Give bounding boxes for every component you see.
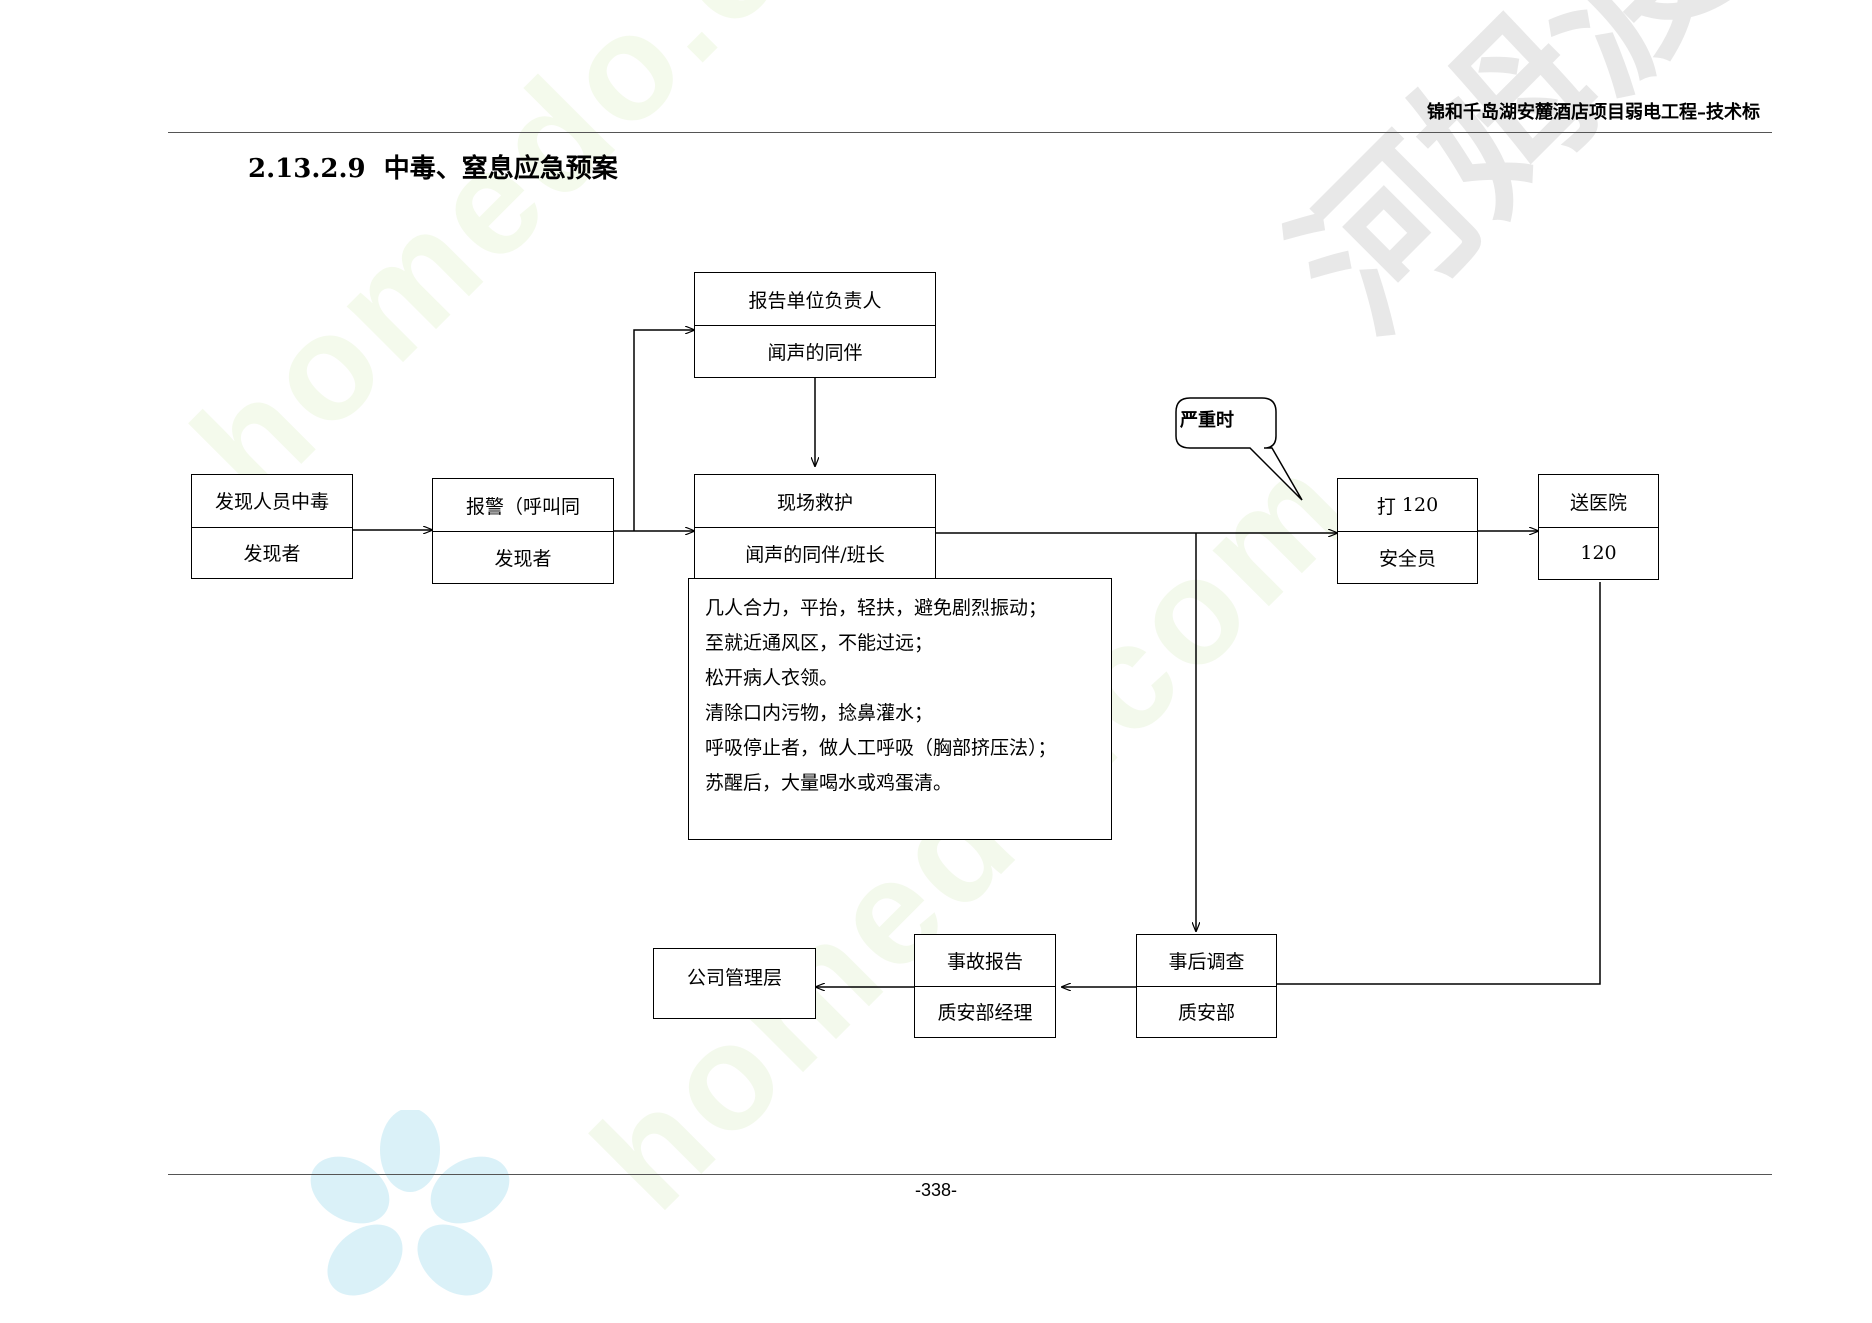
measure-item: 至就近通风区，不能过远； (705, 632, 934, 654)
node-call-120-title: 打 120 (1338, 479, 1477, 532)
node-management: 公司管理层 (653, 948, 816, 1019)
measure-item: 呼吸停止者，做人工呼吸（胸部挤压法）； (705, 737, 1057, 759)
node-accident-report: 事故报告 质安部经理 (914, 934, 1056, 1038)
measure-item: 松开病人衣领。 (705, 667, 839, 689)
node-alarm-role: 发现者 (494, 547, 552, 570)
section-heading: 2.13.2.9 中毒、窒息应急预案 (248, 148, 618, 185)
section-title: 中毒、窒息应急预案 (383, 154, 618, 184)
measure-item: 清除口内污物，捻鼻灌水； (705, 702, 934, 724)
node-hospital-role: 120 (1580, 542, 1617, 564)
header-rule (168, 132, 1772, 133)
node-investigation-title: 事后调查 (1137, 935, 1276, 987)
node-accident-report-title: 事故报告 (915, 935, 1055, 987)
measure-item: 苏醒后，大量喝水或鸡蛋清。 (705, 772, 953, 794)
node-hospital-title: 送医院 (1539, 475, 1658, 528)
footer-rule (168, 1174, 1772, 1175)
document-header-title: 锦和千岛湖安麓酒店项目弱电工程–技术标 (1427, 102, 1760, 123)
node-call-120-prefix: 打 (1376, 495, 1396, 518)
node-discover-title: 发现人员中毒 (192, 475, 352, 528)
node-report-head-title: 报告单位负责人 (695, 273, 935, 326)
page-number: -338- (914, 1180, 958, 1200)
node-investigation: 事后调查 质安部 (1136, 934, 1277, 1038)
node-onsite-rescue: 现场救护 闻声的同伴/班长 (694, 474, 936, 580)
node-discover-role: 发现者 (243, 542, 301, 565)
node-report-head-role: 闻声的同伴 (767, 341, 863, 364)
node-accident-report-role: 质安部经理 (937, 1002, 1033, 1024)
node-investigation-role: 质安部 (1177, 1002, 1235, 1024)
node-management-label: 公司管理层 (686, 967, 782, 989)
node-alarm: 报警（呼叫同 发现者 (432, 478, 614, 584)
node-report-head: 报告单位负责人 闻声的同伴 (694, 272, 936, 378)
node-hospital: 送医院 120 (1538, 474, 1659, 580)
node-discover: 发现人员中毒 发现者 (191, 474, 353, 579)
node-call-120-number: 120 (1401, 494, 1439, 516)
node-onsite-rescue-role: 闻声的同伴/班长 (745, 543, 885, 566)
line-hospital-to-investigation (1276, 582, 1601, 985)
arrow-alarm-to-report-head (633, 330, 694, 531)
callout-label: 严重时 (1180, 410, 1234, 431)
node-call-120: 打 120 安全员 (1337, 478, 1478, 584)
node-call-120-role: 安全员 (1378, 547, 1436, 570)
section-number: 2.13.2.9 (248, 154, 366, 184)
node-alarm-title: 报警（呼叫同 (433, 479, 613, 532)
node-onsite-rescue-title: 现场救护 (695, 475, 935, 528)
node-rescue-measures: 几人合力，平抬，轻扶，避免剧烈振动； 至就近通风区，不能过远； 松开病人衣领。 … (688, 578, 1112, 840)
measure-item: 几人合力，平抬，轻扶，避免剧烈振动； (705, 597, 1048, 619)
callout-bubble (1175, 397, 1303, 501)
